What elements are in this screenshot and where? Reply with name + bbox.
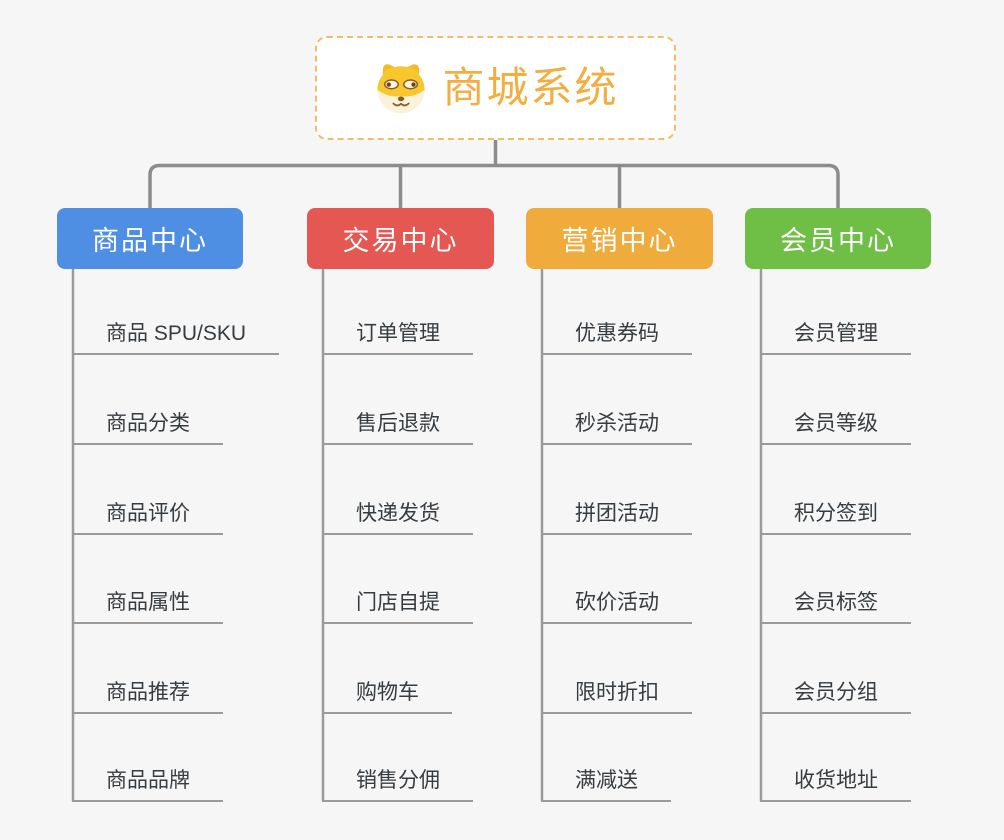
branch-label: 交易中心 — [342, 226, 459, 256]
child-node[interactable]: 销售分佣 — [322, 769, 473, 802]
child-node[interactable]: 购物车 — [322, 681, 452, 714]
branch-label: 营销中心 — [561, 226, 678, 256]
child-node[interactable]: 售后退款 — [322, 412, 473, 445]
branch-node-member-center[interactable]: 会员中心 — [745, 208, 931, 269]
branch-label: 商品中心 — [92, 226, 208, 256]
branch-node-trade-center[interactable]: 交易中心 — [307, 208, 494, 269]
root-node[interactable]: 商城系统 — [315, 36, 676, 140]
branch-node-product-center[interactable]: 商品中心 — [57, 208, 243, 269]
branch-label: 会员中心 — [780, 226, 896, 256]
child-node[interactable]: 商品推荐 — [72, 681, 223, 714]
branch-node-marketing-center[interactable]: 营销中心 — [526, 208, 713, 269]
child-node[interactable]: 积分签到 — [760, 502, 911, 535]
root-node-title: 商城系统 — [442, 64, 619, 111]
branch-rail-line — [148, 163, 840, 209]
child-node[interactable]: 快递发货 — [322, 502, 473, 535]
child-node[interactable]: 商品品牌 — [72, 769, 223, 802]
child-node[interactable]: 砍价活动 — [541, 591, 692, 624]
child-node[interactable]: 商品 SPU/SKU — [72, 322, 280, 355]
child-node[interactable]: 会员等级 — [760, 412, 911, 445]
child-node[interactable]: 门店自提 — [322, 591, 473, 624]
child-node[interactable]: 优惠券码 — [541, 322, 692, 355]
child-node[interactable]: 订单管理 — [322, 322, 473, 355]
child-node[interactable]: 商品分类 — [72, 412, 223, 445]
child-node[interactable]: 会员管理 — [760, 322, 911, 355]
child-node[interactable]: 限时折扣 — [541, 681, 692, 714]
child-node[interactable]: 满减送 — [541, 769, 671, 802]
child-node[interactable]: 会员标签 — [760, 591, 911, 624]
child-node[interactable]: 商品评价 — [72, 502, 223, 535]
child-node[interactable]: 会员分组 — [760, 681, 911, 714]
child-node[interactable]: 拼团活动 — [541, 502, 692, 535]
child-node[interactable]: 收货地址 — [760, 769, 911, 802]
dog-face-icon — [377, 64, 426, 114]
child-node[interactable]: 商品属性 — [72, 591, 223, 624]
child-node[interactable]: 秒杀活动 — [541, 412, 692, 445]
